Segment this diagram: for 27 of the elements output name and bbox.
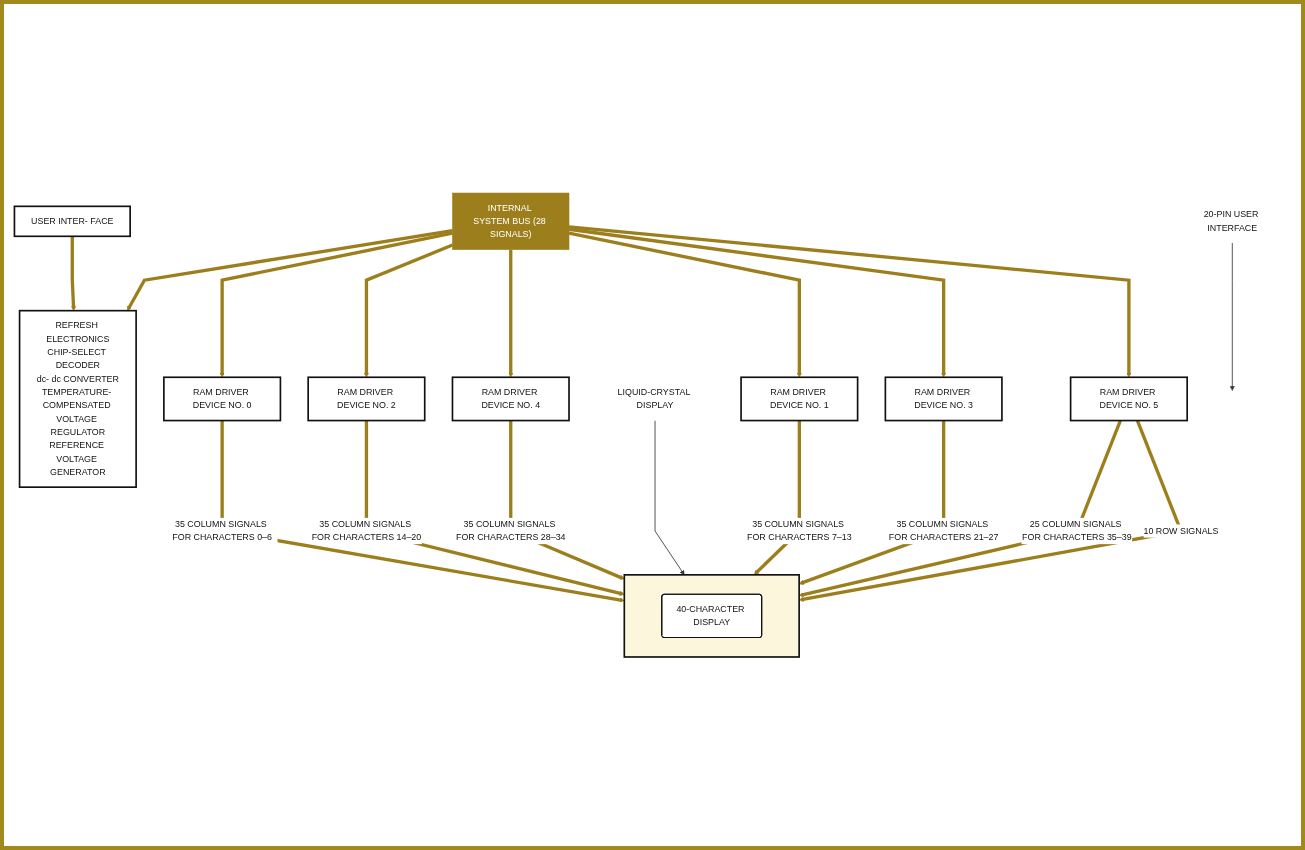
arrow <box>568 231 802 378</box>
edge-label: 35 COLUMN SIGNALS FOR CHARACTERS 21–27 <box>888 519 999 543</box>
edge-label: 25 COLUMN SIGNALS FOR CHARACTERS 35–39 <box>1022 519 1132 543</box>
node-box: USER INTER- FACE <box>13 205 131 238</box>
edge-label: 10 ROW SIGNALS <box>1143 526 1219 536</box>
edge-label: 35 COLUMN SIGNALS FOR CHARACTERS 14–20 <box>311 519 422 543</box>
arrow <box>364 243 454 378</box>
node-box: RAM DRIVER DEVICE NO. 1 <box>740 376 859 422</box>
arrow <box>568 227 947 378</box>
arrow <box>70 236 76 311</box>
edge-label: 35 COLUMN SIGNALS FOR CHARACTERS 0–6 <box>172 519 272 543</box>
edge-label: 35 COLUMN SIGNALS FOR CHARACTERS 28–34 <box>455 519 566 543</box>
node-box: RAM DRIVER DEVICE NO. 0 <box>163 376 282 422</box>
cluster <box>623 574 800 658</box>
node-box: REFRESH ELECTRONICS CHIP-SELECT DECODER dc- dc CONVERTER TEMPERATURE- COMPENSATED VOLTAGE REGULATOR REFERENCE VOLTAGE GENERATOR <box>18 309 137 488</box>
arrow <box>126 229 453 311</box>
arrow <box>508 249 514 378</box>
node-box: INTERNAL SYSTEM BUS (28 SIGNALS) <box>452 192 570 250</box>
node-box: RAM DRIVER DEVICE NO. 4 <box>451 376 570 422</box>
arrow <box>568 225 1132 378</box>
node-box: RAM DRIVER DEVICE NO. 3 <box>884 376 1003 422</box>
node-text: 20-PIN USER INTERFACE <box>1203 209 1259 233</box>
arrow <box>219 231 453 378</box>
edge-label: 35 COLUMN SIGNALS FOR CHARACTERS 7–13 <box>747 519 852 543</box>
node-box: RAM DRIVER DEVICE NO. 2 <box>307 376 426 422</box>
node-box: RAM DRIVER DEVICE NO. 5 <box>1069 376 1188 422</box>
node-text: LIQUID-CRYSTAL DISPLAY <box>617 387 690 411</box>
